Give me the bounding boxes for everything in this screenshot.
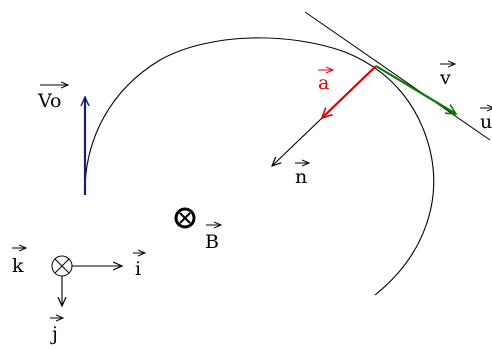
k-axis-circle-with-cross-icon — [51, 255, 73, 277]
u-label: u — [480, 111, 492, 133]
tangent-line — [304, 11, 491, 141]
v0-label: Vo — [37, 90, 61, 112]
n-label: n — [295, 166, 307, 188]
trajectory-curve — [84, 37, 435, 296]
i-label: i — [135, 258, 141, 280]
B-label: B — [205, 231, 219, 253]
v-label: v — [439, 67, 451, 89]
circle-with-cross-icon — [174, 207, 196, 229]
a-label: a — [318, 72, 329, 94]
normal-vector — [272, 117, 323, 166]
acceleration-vector — [322, 65, 377, 118]
j-label: j — [50, 323, 58, 345]
velocity-vector — [375, 65, 456, 115]
k-label: k — [12, 255, 24, 277]
